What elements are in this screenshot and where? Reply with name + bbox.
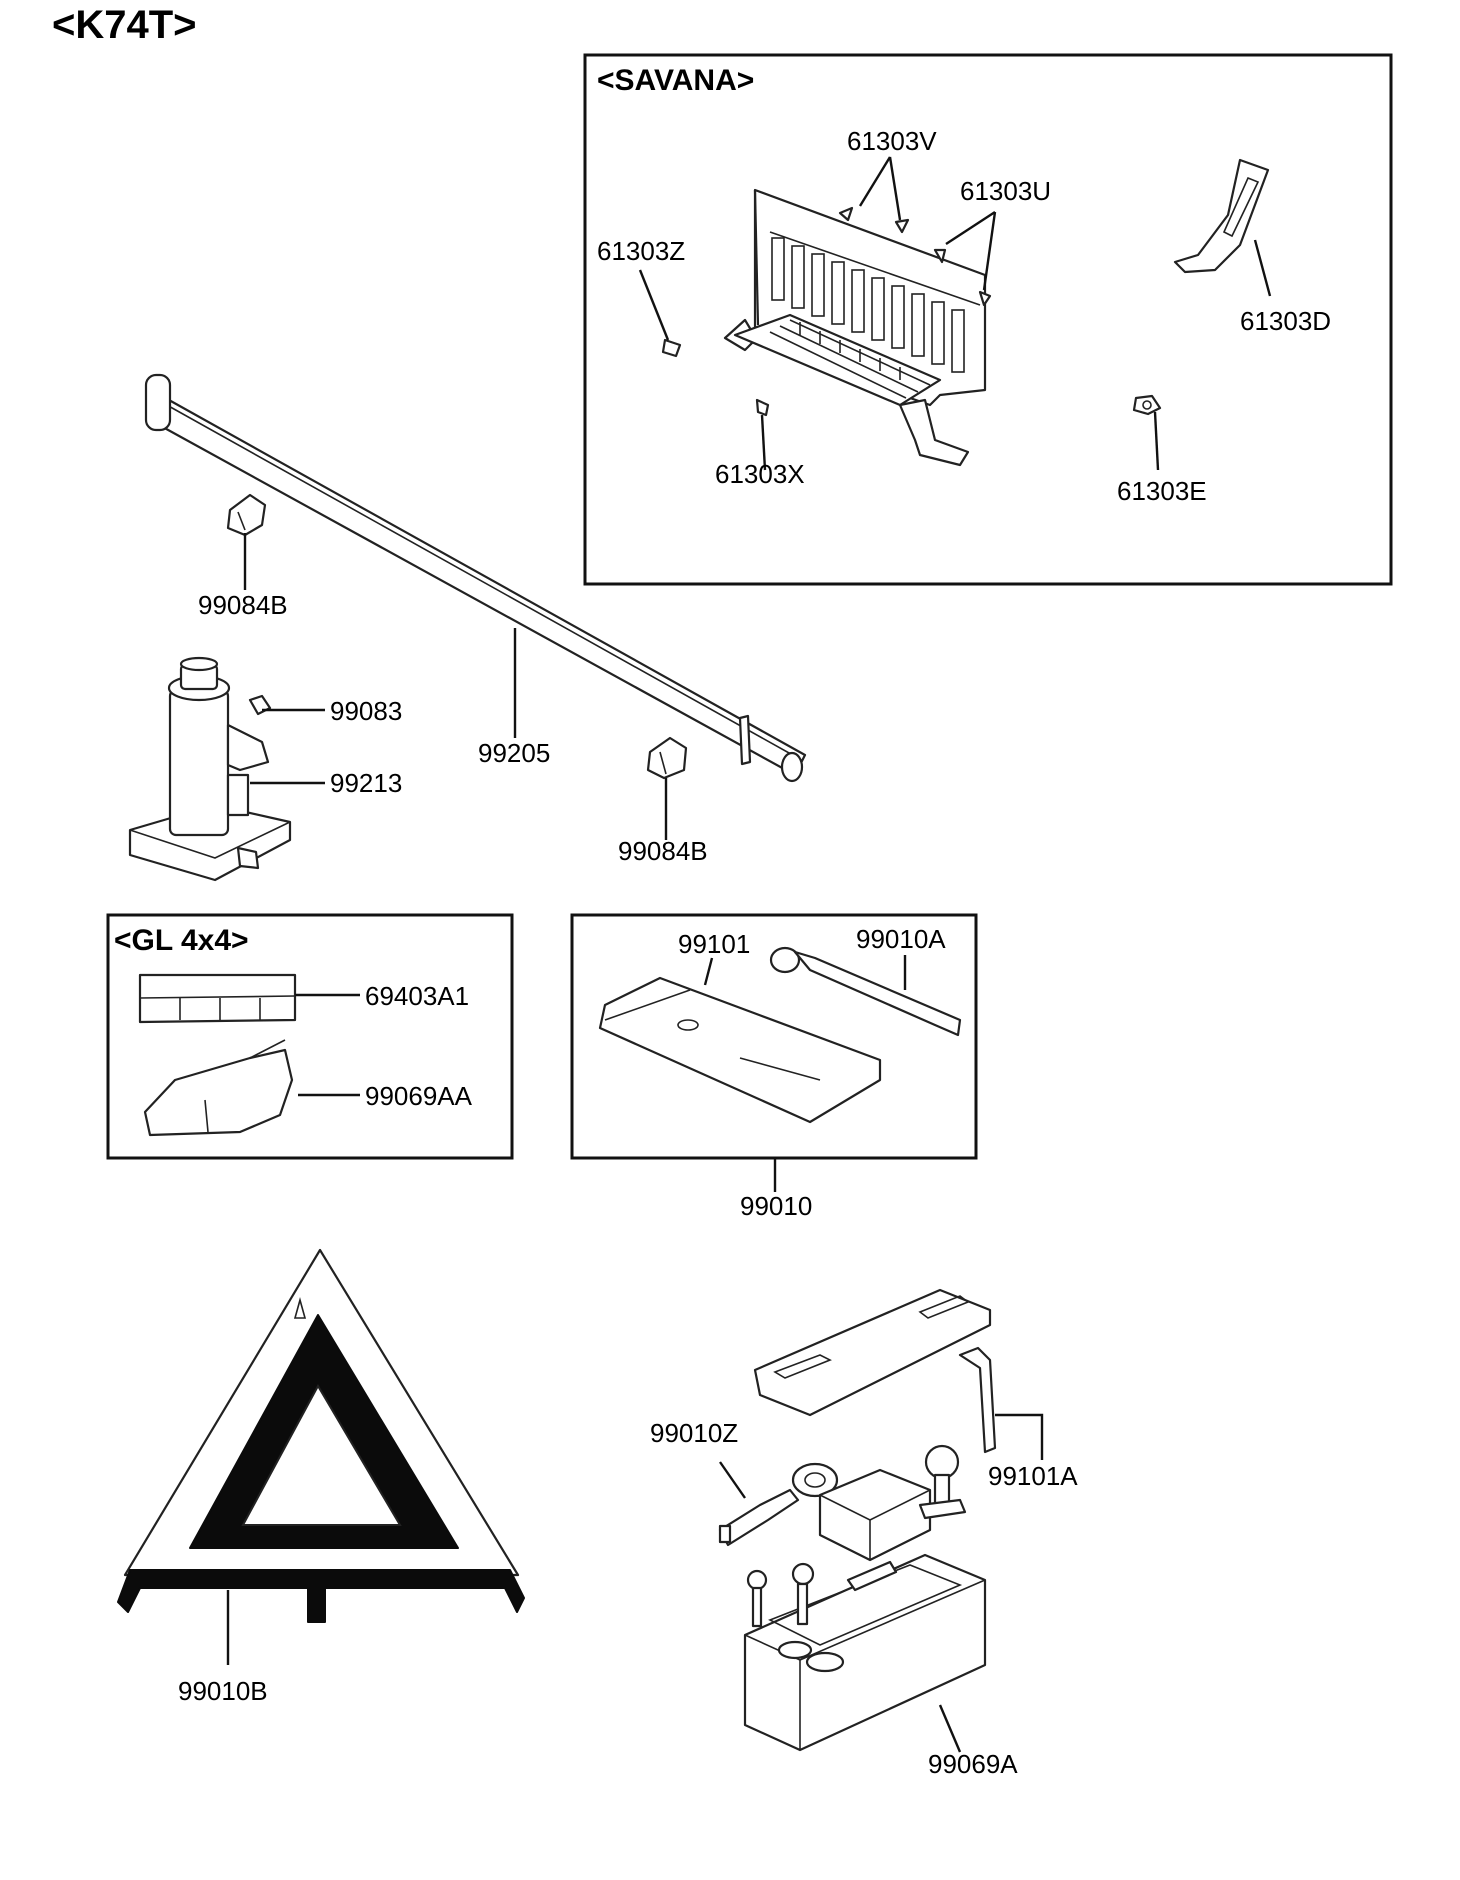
clip-99084B-bottom-drawing (646, 736, 688, 780)
label-99010Z: 99010Z (650, 1418, 738, 1448)
label-99069A: 99069A (928, 1749, 1018, 1779)
label-99084B-top: 99084B (198, 590, 288, 620)
label-99010: 99010 (740, 1191, 812, 1221)
label-61303X: 61303X (715, 459, 805, 489)
pouch-69403A1-drawing (138, 973, 297, 1024)
label-99069AA: 99069AA (365, 1081, 473, 1111)
jack-handle-drawing (144, 373, 807, 783)
label-99010B: 99010B (178, 1676, 268, 1706)
clip-61303X (755, 398, 770, 417)
label-69403A1: 69403A1 (365, 981, 469, 1011)
clip-99084B-top-drawing (226, 493, 267, 537)
label-99101: 99101 (678, 929, 750, 959)
label-61303Z: 61303Z (597, 236, 685, 266)
label-61303V: 61303V (847, 126, 937, 156)
label-99213: 99213 (330, 768, 402, 798)
label-61303D: 61303D (1240, 306, 1331, 336)
tow-hook-99010Z-drawing (718, 1462, 839, 1547)
model-code-title: <K74T> (52, 3, 197, 47)
bracket-61303D (1173, 158, 1270, 274)
label-99084B-bottom: 99084B (618, 836, 708, 866)
wheel-wrench-99010A-drawing (769, 946, 962, 1037)
clip-61303U-a (933, 248, 947, 264)
toolbox-tray-drawing (743, 1553, 987, 1752)
bottle-jack-drawing (128, 656, 292, 882)
gl4x4-label: <GL 4x4> (114, 924, 249, 957)
clip-61303Z (661, 338, 682, 358)
savana-frame (583, 53, 1393, 586)
clip-61303V-b (894, 218, 910, 234)
gl4x4-frame (106, 913, 514, 1160)
warning-triangle-drawing (117, 1248, 525, 1665)
label-61303E: 61303E (1117, 476, 1207, 506)
tool-pouch-99101-drawing (598, 976, 882, 1124)
tool-kit-99010-group: 99101 99010A 99010 (570, 913, 978, 1221)
clip-61303V-a (838, 206, 854, 222)
savana-label: <SAVANA> (597, 64, 754, 97)
savana-group: <SAVANA> (583, 53, 1393, 586)
nut-61303E (1132, 394, 1162, 416)
label-99205: 99205 (478, 738, 550, 768)
rear-gate-drawing (723, 188, 987, 467)
gl4x4-group: <GL 4x4> 69403A1 99069AA (106, 913, 514, 1160)
toolbox-lid-drawing (753, 1288, 992, 1417)
clip-61303U-b (978, 290, 992, 307)
label-99101A: 99101A (988, 1461, 1078, 1491)
label-99083: 99083 (330, 696, 402, 726)
tow-ball-hitch-drawing (818, 1444, 967, 1562)
hex-key-99101A-drawing (958, 1346, 997, 1454)
label-61303U: 61303U (960, 176, 1051, 206)
tool-bag-99069AA-drawing (143, 1039, 294, 1137)
label-99010A: 99010A (856, 924, 946, 954)
